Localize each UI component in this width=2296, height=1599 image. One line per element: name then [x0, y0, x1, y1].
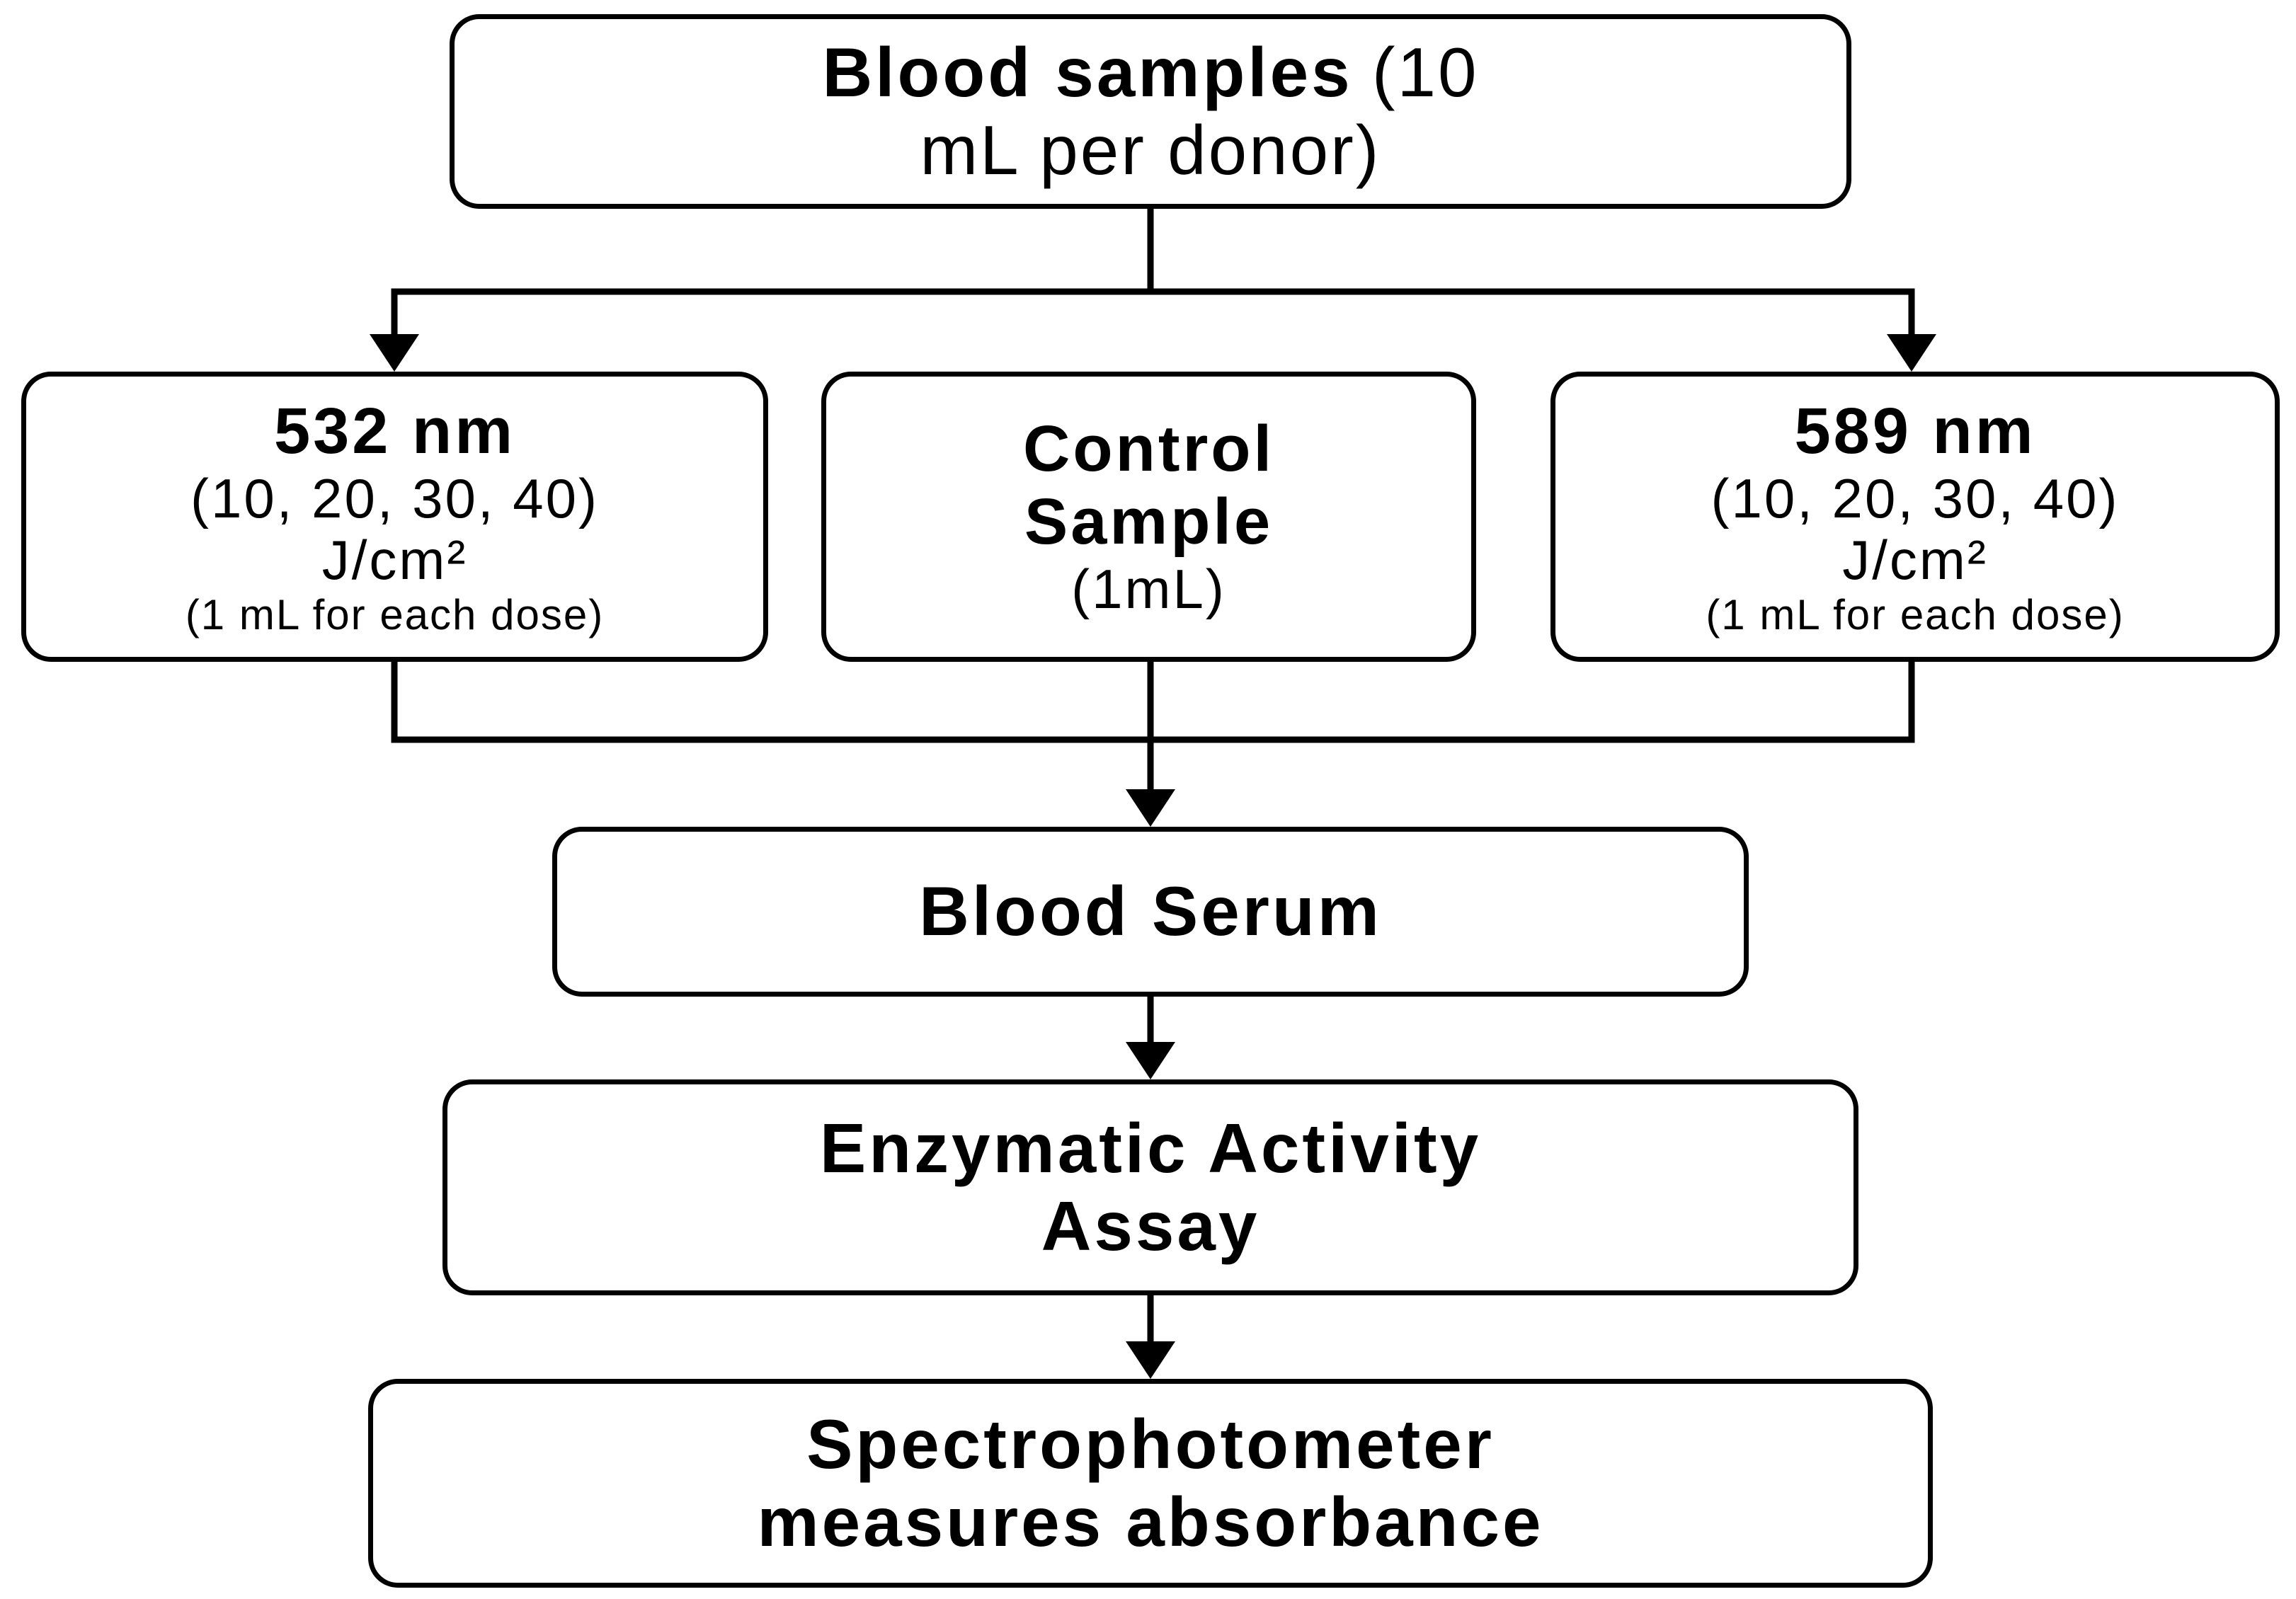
spectro-title-line2: measures absorbance [757, 1482, 1544, 1561]
blood-samples-volume-end: mL per donor) [920, 110, 1381, 189]
arrow-to-assay [1126, 1042, 1175, 1079]
blood-samples-volume-start: (10 [1371, 33, 1479, 111]
volume-note-589: (1 mL for each dose) [1706, 591, 2125, 639]
blood-samples-bold: Blood samples [822, 33, 1353, 111]
spectrophotometer-box: Spectrophotometer measures absorbance [368, 1379, 1933, 1588]
dose-unit-589: J/cm² [1842, 528, 1988, 591]
arrow-to-589 [1887, 334, 1936, 372]
enzymatic-assay-box: Enzymatic Activity Assay [442, 1079, 1858, 1295]
arrow-to-spectro [1126, 1341, 1175, 1379]
dose-unit-532: J/cm² [321, 528, 468, 591]
blood-samples-line1: Blood samples (10 [822, 33, 1479, 112]
dose-list-589: (10, 20, 30, 40) [1710, 466, 2120, 529]
blood-serum-box: Blood Serum [552, 827, 1749, 997]
arrow-to-532 [370, 334, 419, 372]
irradiation-589nm-box: 589 nm (10, 20, 30, 40) J/cm² (1 mL for … [1550, 372, 2280, 662]
control-volume: (1mL) [1071, 558, 1226, 621]
blood-samples-box: Blood samples (10 mL per donor) [450, 14, 1851, 209]
assay-title-line2: Assay [1041, 1186, 1260, 1265]
wavelength-589-title: 589 nm [1794, 394, 2036, 467]
spectro-title-line1: Spectrophotometer [806, 1404, 1495, 1483]
control-title-line1: Control [1022, 413, 1275, 486]
assay-title-line1: Enzymatic Activity [819, 1108, 1482, 1187]
volume-note-532: (1 mL for each dose) [185, 591, 605, 639]
control-sample-box: Control Sample (1mL) [821, 372, 1476, 662]
control-title-line2: Sample [1024, 486, 1274, 558]
arrow-to-serum [1126, 789, 1175, 827]
dose-list-532: (10, 20, 30, 40) [190, 466, 599, 529]
blood-serum-title: Blood Serum [919, 872, 1382, 951]
irradiation-532nm-box: 532 nm (10, 20, 30, 40) J/cm² (1 mL for … [21, 372, 768, 662]
wavelength-532-title: 532 nm [273, 394, 516, 467]
